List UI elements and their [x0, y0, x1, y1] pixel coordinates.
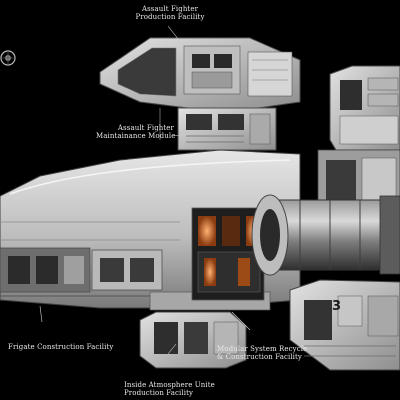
right-upper-module [317, 65, 400, 211]
label-line: Frigate Construction Facility [8, 343, 114, 351]
atmosphere-unit-pod [139, 311, 247, 369]
recycle-module [289, 279, 400, 371]
label-line: Inside Atmosphere Unite [124, 381, 215, 389]
label-frigate-construction: Frigate Construction Facility [8, 343, 113, 351]
label-line: & Construction Facility [217, 353, 302, 361]
label-line: Assault Fighter [141, 5, 199, 13]
label-line: Production Facility [124, 389, 194, 397]
label-modular-system-recycle: Modular System Recycle & Construction Fa… [217, 345, 307, 361]
circular-emblem-icon [0, 50, 16, 66]
callout-leader-lines [39, 25, 251, 355]
exposed-core [191, 207, 265, 301]
label-line: Assault Fighter [117, 124, 174, 132]
maintenance-module [177, 107, 277, 151]
label-assault-fighter-maintenance: Assault Fighter Maintainance Module [96, 124, 176, 140]
module-number-decal: 3 [332, 299, 342, 314]
reactor-cylinder [251, 194, 400, 276]
label-line: Maintainance Module [96, 132, 176, 140]
label-line: Production Facility [135, 13, 205, 21]
label-inside-atmosphere-units: Inside Atmosphere Unite Production Facil… [124, 381, 215, 397]
label-line: Modular System Recycle [217, 345, 308, 353]
label-assault-fighter-production: Assault Fighter Production Facility [118, 5, 222, 21]
upper-production-module [99, 37, 301, 140]
